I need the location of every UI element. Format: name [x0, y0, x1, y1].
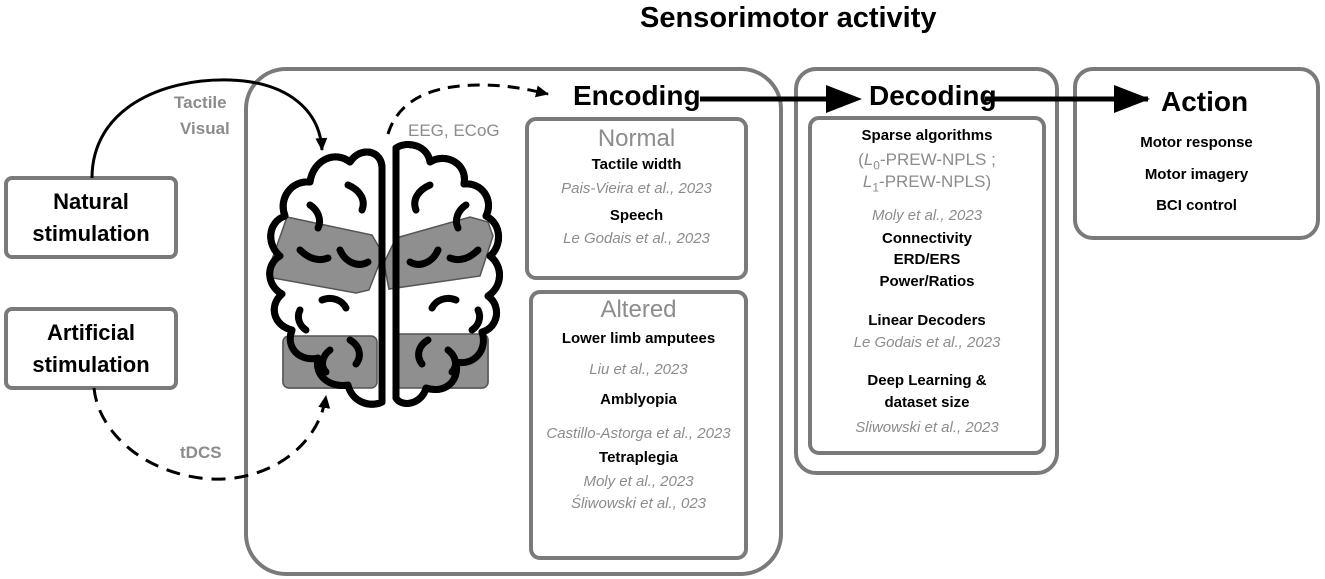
action-item: Motor response [1140, 134, 1253, 151]
deep-learning-ref: Sliwowski et al., 2023 [855, 419, 999, 436]
brain-icon [266, 141, 503, 408]
artificial-line2: stimulation [32, 352, 150, 377]
eeg-ecog-label: EEG, ECoG [408, 121, 500, 140]
open-paren: ( [858, 150, 864, 169]
linear-decoders-ref: Le Godais et al., 2023 [853, 334, 1001, 351]
erd-ers-label: ERD/ERS [893, 251, 961, 268]
artificial-stimulation-label: Artificial stimulation [6, 317, 176, 381]
tactile-label: Tactile [174, 93, 227, 112]
linear-decoders-label: Linear Decoders [868, 312, 986, 329]
normal-item-ref: Pais-Vieira et al., 2023 [561, 180, 712, 197]
decoding-inner-box [808, 116, 1046, 455]
altered-item-label: Lower limb amputees [561, 330, 716, 347]
artificial-line1: Artificial [46, 320, 136, 345]
artificial-to-brain-dashed-arrow [92, 387, 331, 481]
dataset-size-label: dataset size [884, 394, 970, 411]
altered-item-ref: Moly et al., 2023 [583, 473, 694, 490]
deep-learning-label: Deep Learning & [867, 372, 987, 389]
alg1-suffix: -PREW-NPLS ; [879, 150, 996, 169]
altered-title: Altered [600, 296, 677, 323]
sparse-ref: Moly et al., 2023 [871, 207, 983, 224]
visual-label: Visual [180, 119, 230, 138]
alg1-prefix: L [863, 150, 874, 169]
normal-item-label: Speech [609, 207, 664, 224]
normal-title: Normal [597, 125, 676, 152]
page-title: Sensorimotor activity [640, 2, 937, 34]
brain-to-encoding-dashed-arrow [386, 83, 549, 135]
action-box [1073, 67, 1320, 240]
natural-to-brain-arrow [90, 78, 328, 179]
power-ratios-label: Power/Ratios [879, 273, 975, 290]
action-item: Motor imagery [1144, 166, 1249, 183]
altered-item-ref2: Śliwowski et al., 023 [570, 495, 707, 512]
normal-item-label: Tactile width [591, 156, 682, 173]
alg2-sub: 1 [872, 180, 880, 195]
altered-box [529, 290, 748, 560]
alg1-sub: 0 [873, 158, 880, 173]
natural-stimulation-label: Natural stimulation [6, 186, 176, 250]
altered-item-label: Tetraplegia [599, 449, 678, 466]
sparse-alg2: L1-PREW-NPLS) [810, 172, 1044, 194]
sparse-algorithms-label: Sparse algorithms [861, 127, 993, 144]
normal-box [525, 117, 748, 280]
artificial-stimulation-box [4, 307, 178, 390]
alg2-prefix: L [862, 172, 873, 191]
natural-line1: Natural [53, 189, 129, 214]
altered-item-label: Amblyopia [600, 391, 677, 408]
natural-line2: stimulation [32, 221, 150, 246]
decoding-title: Decoding [869, 80, 997, 111]
action-title: Action [1161, 86, 1249, 117]
action-item: BCI control [1156, 197, 1237, 214]
altered-item-ref: Liu et al., 2023 [589, 361, 688, 378]
encoding-title: Encoding [573, 80, 701, 111]
connectivity-label: Connectivity [881, 230, 972, 247]
altered-item-ref: Castillo-Astorga et al., 2023 [546, 425, 731, 442]
tdcs-label: tDCS [180, 443, 222, 462]
normal-item-ref: Le Godais et al., 2023 [563, 230, 710, 247]
sparse-alg1: (L0-PREW-NPLS ; [810, 150, 1044, 172]
alg2-suffix: -PREW-NPLS) [879, 172, 992, 191]
